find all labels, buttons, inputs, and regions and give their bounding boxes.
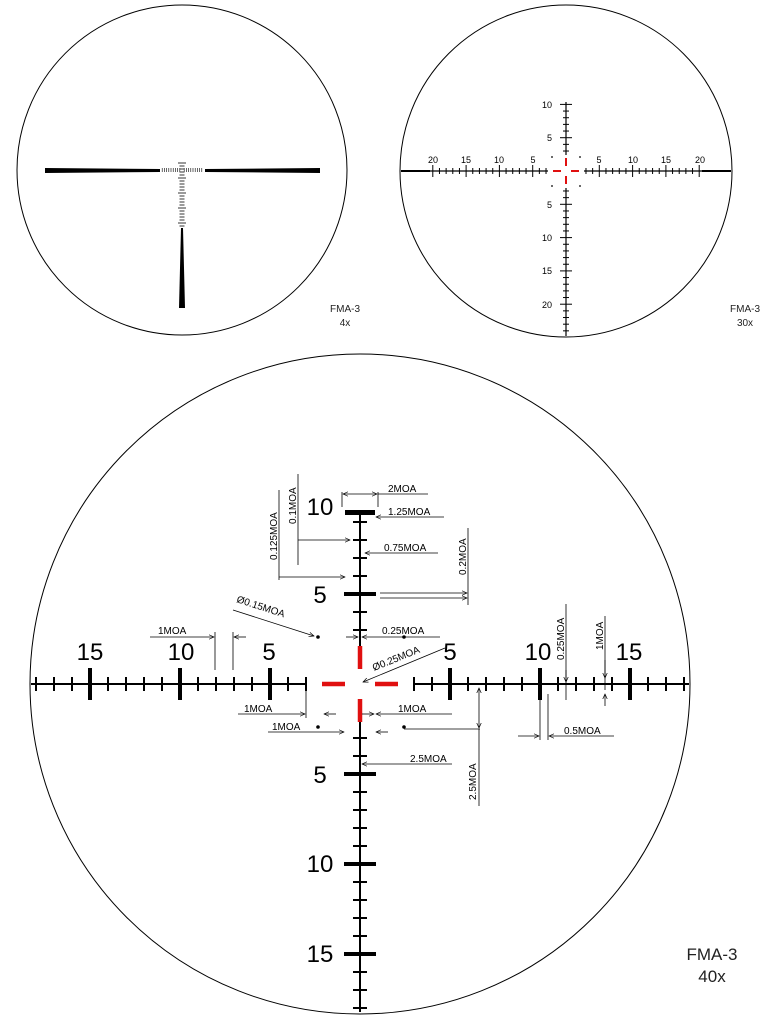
- scope-circle-40x: [29, 353, 691, 1015]
- scope-circle-30x: [399, 4, 733, 338]
- dim-0-2moa: 0.2MOA: [458, 538, 469, 575]
- dim-phi-0-25moa: Ø0.25MOA: [371, 645, 422, 674]
- scope-magnification-40x: 40x: [698, 967, 726, 986]
- scope-view-4x: FMA-3 4x: [16, 4, 360, 336]
- s2-h-label: 20: [695, 155, 705, 165]
- s3-h-label: 10: [168, 639, 195, 666]
- dim-0-75moa: 0.75MOA: [384, 543, 427, 554]
- reticle-30x-ticks: [432, 103, 700, 332]
- s3-v-label: 10: [307, 494, 334, 521]
- s2-h-label: 10: [494, 155, 504, 165]
- scope-magnification-4x: 4x: [340, 318, 351, 329]
- reticle-40x-top-bar: [345, 510, 375, 515]
- s3-v-label: 10: [307, 851, 334, 878]
- s2-v-label: 15: [542, 266, 552, 276]
- s2-h-label: 10: [628, 155, 638, 165]
- reticle-30x-center-cross: [553, 158, 579, 184]
- scope-view-40x: 15 10 5 5 10 15 10 5 5 10 15 2MOA: [29, 353, 738, 1015]
- s2-h-label: 5: [596, 155, 601, 165]
- s2-v-label: 10: [542, 100, 552, 110]
- dim-1moa-left: 1MOA: [244, 704, 273, 715]
- scope-model-40x: FMA-3: [687, 945, 738, 964]
- s3-v-label: 5: [313, 582, 326, 609]
- reticle-4x-right-post: [205, 168, 320, 173]
- dim-1moa-top: 1MOA: [158, 626, 187, 637]
- s2-v-label: 20: [542, 300, 552, 310]
- s3-h-label: 15: [77, 639, 104, 666]
- reticle-4x-bottom-post: [179, 228, 185, 308]
- s3-v-label: 15: [307, 941, 334, 968]
- dim-2-5moa-v: 2.5MOA: [468, 763, 479, 800]
- reticle-30x-dots: [551, 156, 581, 187]
- dim-0-5moa: 0.5MOA: [564, 726, 601, 737]
- scope-view-30x: 20 15 10 5 5 10 15 20 10 5 5 10 15 20 FM…: [399, 4, 760, 338]
- reticle-4x-left-post: [45, 168, 160, 173]
- dim-1moa-rightv: 1MOA: [595, 621, 606, 650]
- s2-h-label: 15: [461, 155, 471, 165]
- dim-0-25moa-right: 0.25MOA: [556, 617, 567, 660]
- reticle-4x-fine-ticks: [161, 162, 203, 227]
- dim-0-1moa: 0.1MOA: [288, 487, 299, 524]
- scope-model-30x: FMA-3: [730, 304, 760, 315]
- dim-1moa-left2: 1MOA: [272, 722, 301, 733]
- s2-v-label: 10: [542, 233, 552, 243]
- dim-0-25moa-top: 0.25MOA: [382, 626, 425, 637]
- reticle-30x-labels: 20 15 10 5 5 10 15 20 10 5 5 10 15 20: [428, 100, 705, 310]
- dim-phi-0-15moa: Ø0.15MOA: [235, 594, 286, 620]
- s2-h-label: 20: [428, 155, 438, 165]
- dim-2-5moa-h: 2.5MOA: [410, 754, 447, 765]
- dim-1-25moa: 1.25MOA: [388, 507, 431, 518]
- s2-v-label: 5: [547, 200, 552, 210]
- s2-v-label: 5: [547, 133, 552, 143]
- s3-h-label: 10: [525, 639, 552, 666]
- reticle-40x-labels: 15 10 5 5 10 15 10 5 5 10 15: [77, 494, 643, 968]
- s2-h-label: 5: [530, 155, 535, 165]
- dim-1moa-right: 1MOA: [398, 704, 427, 715]
- scope-magnification-30x: 30x: [737, 318, 753, 329]
- s3-v-label: 5: [313, 762, 326, 789]
- scope-model-4x: FMA-3: [330, 304, 360, 315]
- s2-h-label: 15: [661, 155, 671, 165]
- s3-h-label: 15: [616, 639, 643, 666]
- reticle-40x-ticks: [35, 521, 685, 1009]
- s3-h-label: 5: [443, 639, 456, 666]
- dim-0-125moa: 0.125MOA: [269, 512, 280, 560]
- scope-circle-4x: [16, 4, 348, 336]
- reticle-40x: 15 10 5 5 10 15 10 5 5 10 15 2MOA: [31, 474, 689, 1012]
- reticle-40x-center-cross: [322, 646, 398, 722]
- reticle-30x: 20 15 10 5 5 10 15 20 10 5 5 10 15 20: [401, 100, 731, 336]
- dim-2moa: 2MOA: [388, 484, 417, 495]
- reticle-40x-dots: [316, 635, 406, 729]
- s3-h-label: 5: [262, 639, 275, 666]
- reticle-4x: [45, 162, 320, 308]
